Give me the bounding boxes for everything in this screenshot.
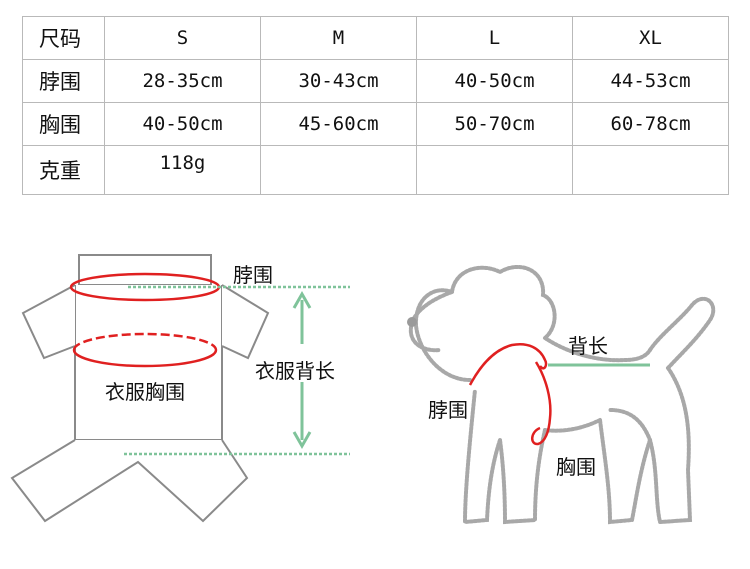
cell-weight-s: 118g [104,145,261,195]
cell-neck-m: 30-43cm [260,59,417,103]
cell-neck-s: 28-35cm [104,59,261,103]
dog-neck-measure [468,343,548,386]
cell-chest-m: 45-60cm [260,102,417,146]
garment-length-arrow [292,290,312,450]
dog-outline [409,265,716,525]
dog-back-label: 背长 [568,334,608,358]
cell-chest-s: 40-50cm [104,102,261,146]
dog-nose-icon [407,317,417,327]
dog-neck-label: 脖围 [428,398,468,422]
dog-chest-label: 胸围 [556,455,596,479]
header-cell-size: 尺码 [22,16,105,60]
size-chart-table: 尺码 S M L XL 脖围 28-35cm 30-43cm 40-50cm 4… [22,16,729,195]
table-row-neck: 脖围 28-35cm 30-43cm 40-50cm 44-53cm [22,59,729,103]
row-label-neck: 脖围 [22,59,105,103]
row-label-weight: 克重 [22,145,105,195]
cell-chest-l: 50-70cm [416,102,573,146]
header-cell-s: S [104,16,261,60]
cell-chest-xl: 60-78cm [572,102,729,146]
header-cell-xl: XL [572,16,729,60]
garment-neck-label: 脖围 [233,263,273,287]
cell-weight-xl [572,145,729,195]
garment-chest-label: 衣服胸围 [105,380,185,404]
table-row-chest: 胸围 40-50cm 45-60cm 50-70cm 60-78cm [22,102,729,146]
cell-weight-l [416,145,573,195]
dog-chest-measure [531,361,552,446]
cell-weight-m [260,145,417,195]
cell-neck-xl: 44-53cm [572,59,729,103]
garment-length-label: 衣服背长 [255,359,335,383]
table-row-weight: 克重 118g [22,145,729,195]
table-header-row: 尺码 S M L XL [22,16,729,60]
garment-outline [10,254,270,523]
